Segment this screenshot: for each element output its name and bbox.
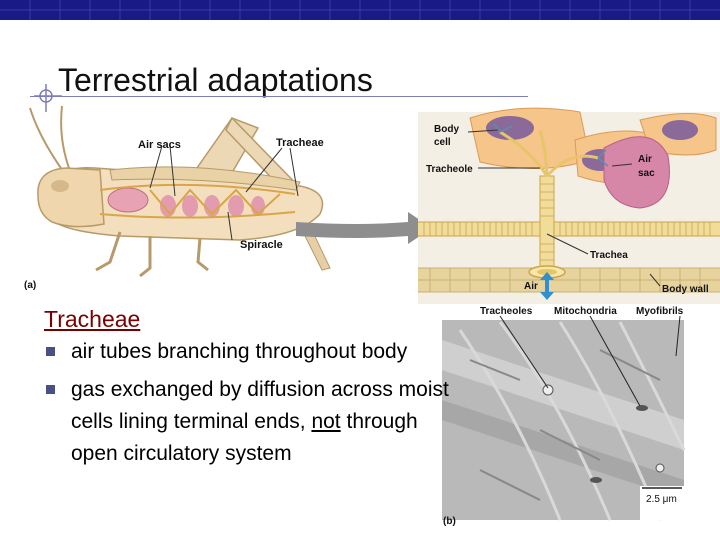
bullet-text-before: gas exchanged by diffusion across moist … <box>71 378 449 433</box>
label-body-wall: Body wall <box>662 284 709 295</box>
electron-micrograph <box>442 315 686 521</box>
bullet-emphasis: not <box>311 410 341 433</box>
label-air-sac-line1: Air <box>638 154 652 165</box>
top-bar <box>0 0 720 20</box>
label-tracheae: Tracheae <box>276 137 324 149</box>
label-scale-bar: 2.5 μm <box>646 494 677 505</box>
top-bar-pattern <box>0 0 720 20</box>
label-body-cell-line2: cell <box>434 137 451 148</box>
label-trachea: Trachea <box>590 250 628 261</box>
label-mitochondria: Mitochondria <box>554 306 617 317</box>
label-tracheole: Tracheole <box>426 164 473 175</box>
label-panel-a: (a) <box>24 280 36 291</box>
bullet-text: air tubes branching throughout body <box>71 340 408 363</box>
zoom-arrow <box>296 212 432 244</box>
label-tracheoles: Tracheoles <box>480 306 533 317</box>
label-panel-b: (b) <box>443 516 456 527</box>
slide-title: Terrestrial adaptations <box>58 62 373 98</box>
section-heading: Tracheae <box>44 306 141 332</box>
title-underline <box>30 96 528 97</box>
label-air: Air <box>524 281 538 292</box>
bullet-square-icon <box>46 385 55 394</box>
label-air-sacs: Air sacs <box>138 139 181 151</box>
tracheole-detail-illustration <box>418 107 720 304</box>
label-myofibrils: Myofibrils <box>636 306 684 317</box>
label-spiracle: Spiracle <box>240 239 283 251</box>
grasshopper-illustration <box>29 105 331 278</box>
bullet-item: air tubes branching throughout body <box>44 336 464 368</box>
label-air-sac-line2: sac <box>638 168 655 179</box>
label-body-cell-line1: Body <box>434 124 459 135</box>
bullet-text-after: through open circulatory system <box>71 410 418 465</box>
tracheal-system-figure: Air sacs Tracheae Spiracle (a) <box>24 105 720 527</box>
bullet-list: air tubes branching throughout body gas … <box>44 336 464 476</box>
bullet-square-icon <box>46 347 55 356</box>
bullet-item: gas exchanged by diffusion across moist … <box>44 374 464 470</box>
